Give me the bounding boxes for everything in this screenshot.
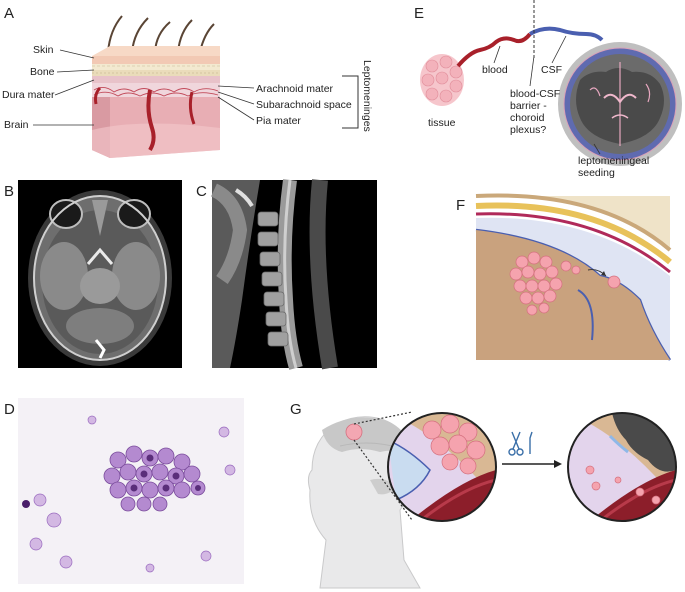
csf-channel	[529, 26, 604, 42]
label-skin: Skin	[33, 44, 54, 56]
panel-e: E tissue blood	[414, 0, 682, 179]
tumor-cluster	[509, 251, 581, 316]
scalpel-icon	[529, 431, 533, 454]
panel-c-letter: C	[196, 183, 207, 200]
label-seeding-line1: leptomeningeal	[578, 155, 649, 167]
panel-g-letter: G	[290, 401, 302, 418]
label-bone: Bone	[30, 66, 55, 78]
blood-vessel	[456, 32, 532, 68]
label-leptomeninges: Leptomeninges	[361, 60, 373, 132]
label-dura-mater: Dura mater	[2, 89, 55, 101]
panel-f-letter: F	[456, 197, 465, 214]
panel-a: A	[2, 5, 373, 158]
panel-b: B	[4, 180, 182, 368]
panel-f: F	[456, 193, 672, 361]
stained-cell-cluster	[103, 445, 206, 512]
label-csf: CSF	[541, 64, 562, 76]
label-tissue: tissue	[428, 117, 456, 129]
panel-g: G	[290, 401, 677, 589]
label-arachnoid-mater: Arachnoid mater	[256, 83, 334, 95]
panel-d-letter: D	[4, 401, 15, 418]
panel-b-letter: B	[4, 183, 14, 200]
brain-cross-section	[558, 42, 682, 166]
zoom-circle-tumor	[387, 412, 497, 522]
tissue-blob	[420, 54, 464, 106]
label-blood: blood	[482, 64, 508, 76]
label-subarachnoid-space: Subarachnoid space	[256, 99, 352, 111]
panel-e-letter: E	[414, 5, 424, 22]
panel-a-letter: A	[4, 5, 14, 22]
panel-c: C	[196, 179, 377, 370]
label-barrier-line4: plexus?	[510, 124, 546, 136]
label-brain: Brain	[4, 119, 29, 131]
zoom-circle-resected	[567, 412, 677, 522]
label-pia-mater: Pia mater	[256, 115, 301, 127]
label-barrier-line2: barrier -	[510, 100, 547, 112]
leptomeninges-bracket	[342, 75, 359, 129]
surgical-scissors-icon	[508, 431, 524, 456]
label-barrier-line3: choroid	[510, 112, 545, 124]
label-seeding-line2: seeding	[578, 167, 615, 179]
tissue-block-illustration	[92, 46, 220, 158]
panel-d: D	[4, 398, 244, 584]
label-barrier-line1: blood-CSF	[510, 88, 560, 100]
